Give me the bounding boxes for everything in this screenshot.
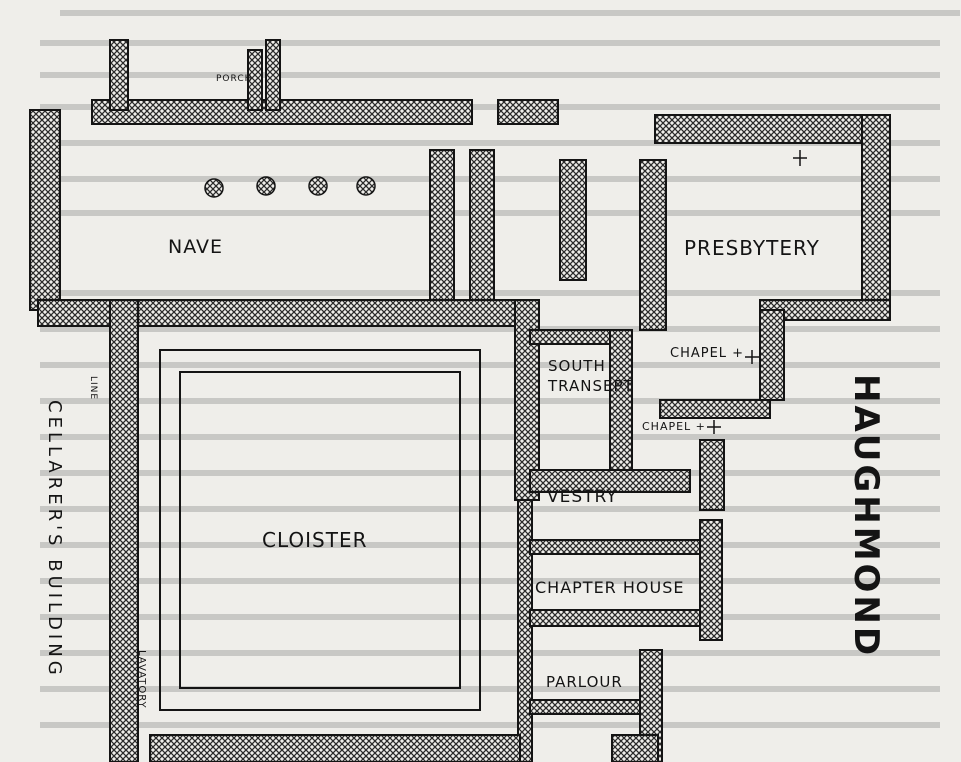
- presbytery-label: PRESBYTERY: [684, 236, 820, 260]
- lavatory-label: LAVATORY: [136, 650, 147, 709]
- parlour-label: PARLOUR: [546, 673, 623, 691]
- haughmond-title: HAUGHMOND: [846, 374, 886, 659]
- chapel-crosses: [707, 150, 807, 434]
- chapel-lower-label: CHAPEL +: [642, 420, 706, 433]
- cellarers-building-label: CELLARER'S BUILDING: [44, 400, 65, 679]
- presbytery-walls: [497, 99, 891, 401]
- cellarers-building-wall: [109, 299, 139, 762]
- line-label: LINE: [88, 376, 98, 401]
- chapter-house-label: CHAPTER HOUSE: [535, 578, 685, 597]
- south-transept-label: SOUTH TRANSEPT: [548, 357, 634, 395]
- chapel-upper-label: CHAPEL +: [670, 346, 745, 361]
- east-range-walls: [517, 499, 723, 762]
- transept-walls: [514, 299, 771, 511]
- vestry-label: VESTRY: [547, 487, 618, 507]
- nave-label: NAVE: [168, 236, 223, 258]
- cloister-label: CLOISTER: [262, 528, 368, 552]
- nave-piers: [204, 176, 376, 198]
- south-walls: [149, 734, 521, 762]
- cloister: [159, 349, 481, 711]
- porch-label: PORCH: [216, 74, 253, 84]
- nave-walls: [29, 39, 519, 327]
